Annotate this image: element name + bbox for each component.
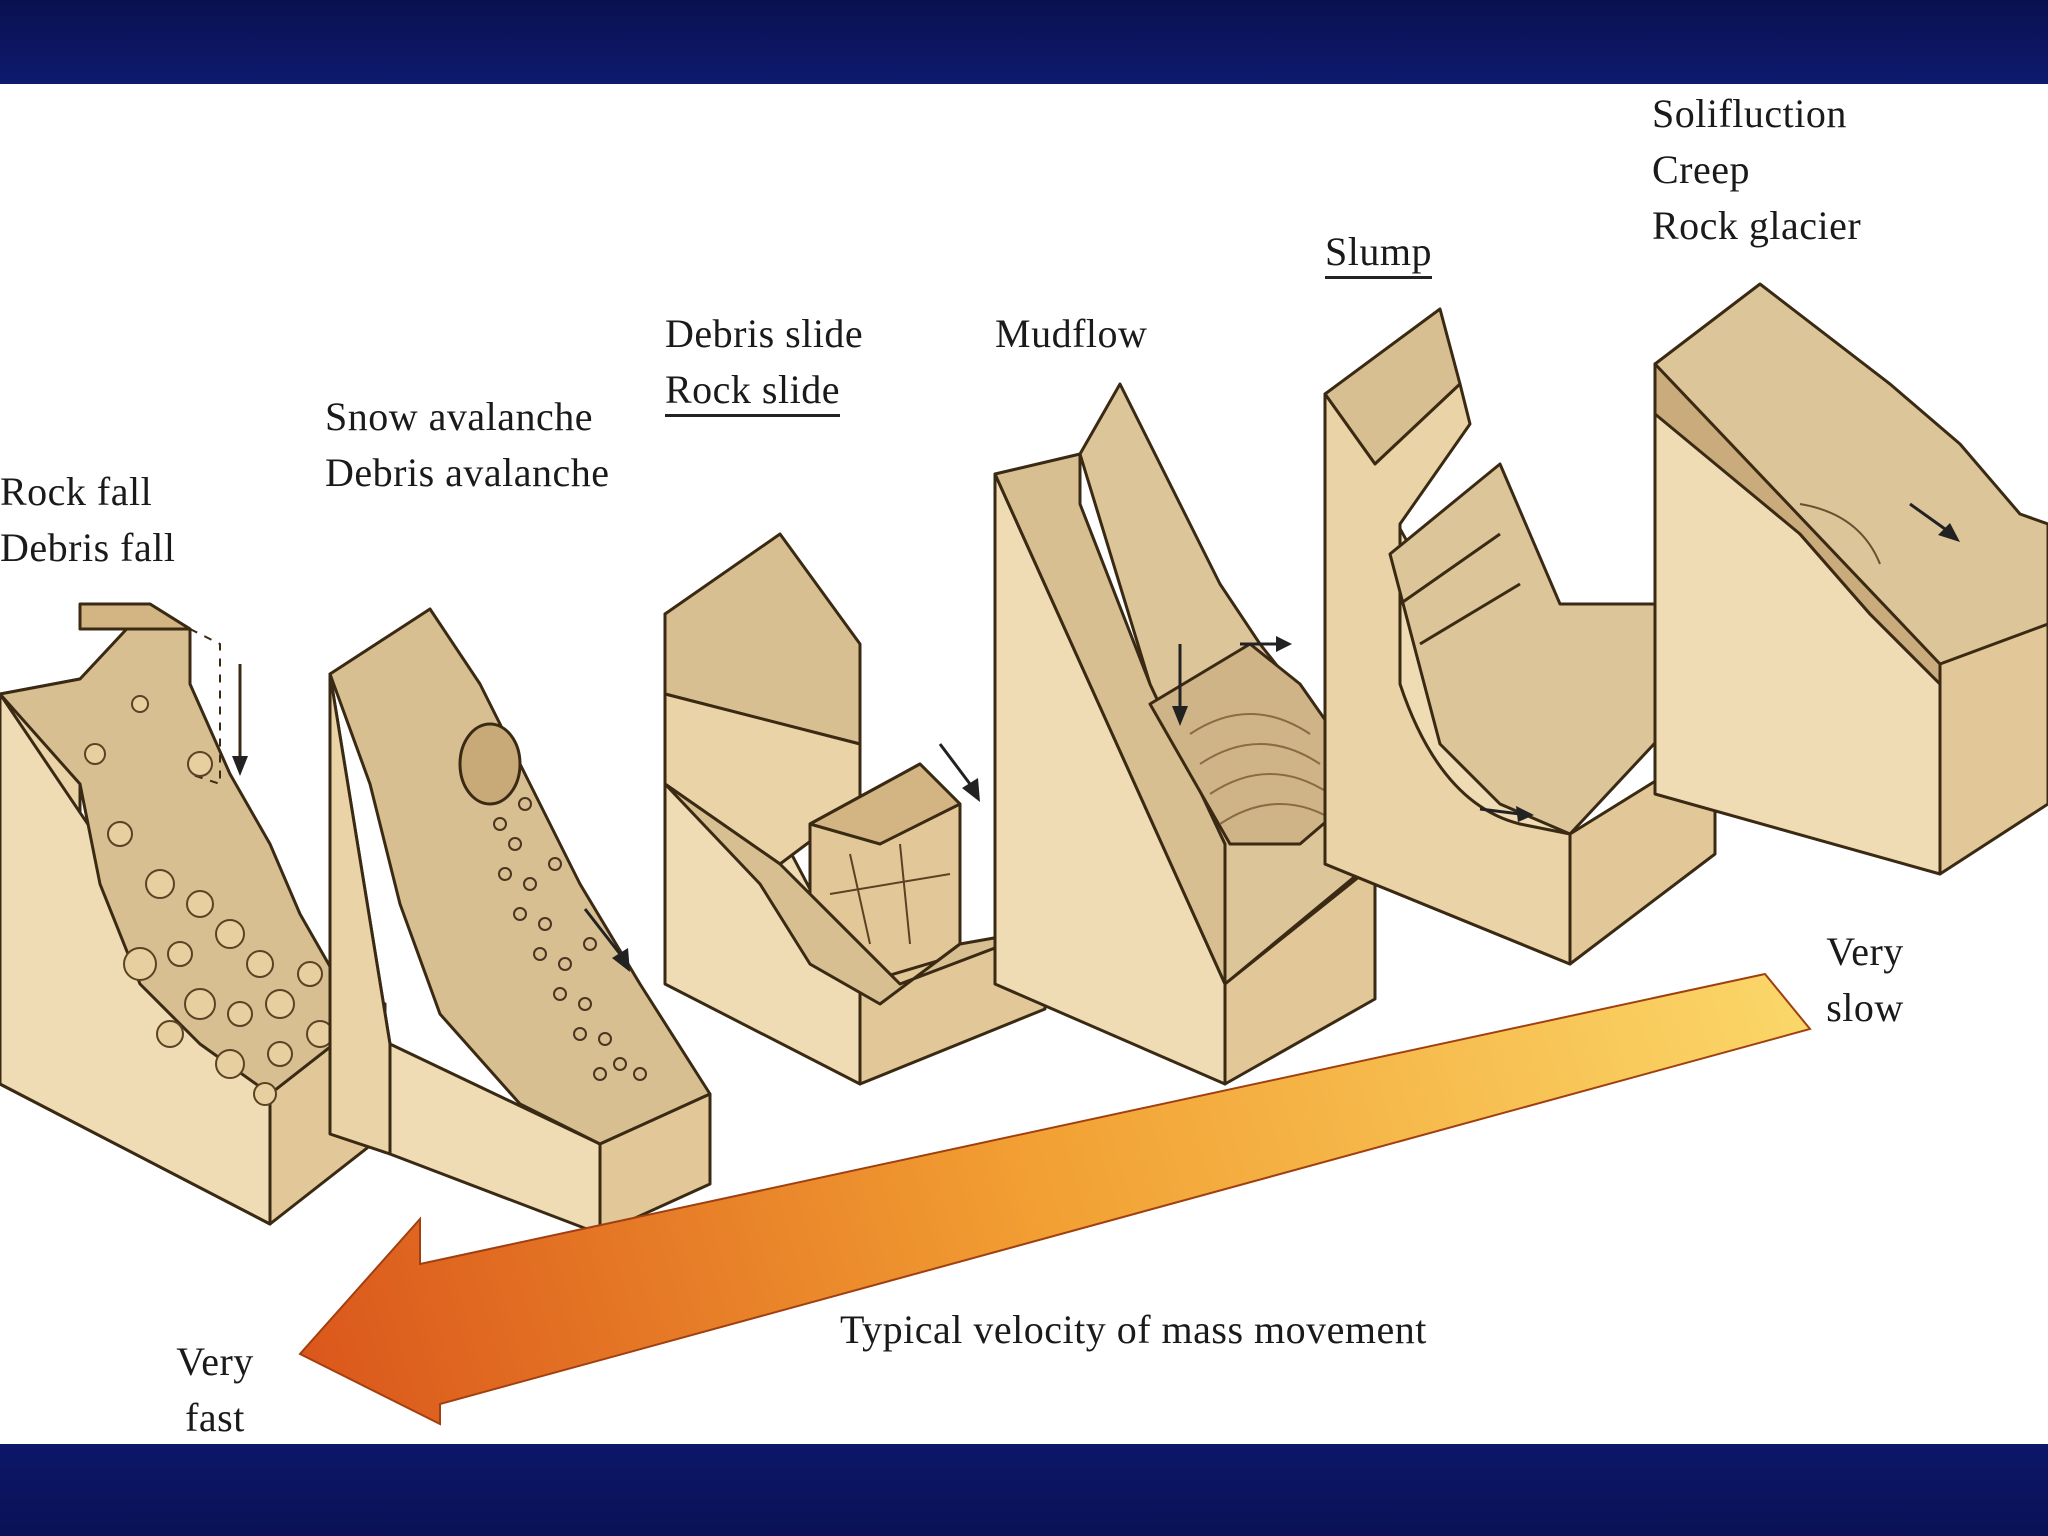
- label-slump: Slump: [1325, 224, 1432, 280]
- label-line: slow: [1826, 985, 1904, 1030]
- label-line: Very: [176, 1339, 254, 1384]
- label-line: Rock glacier: [1652, 203, 1862, 248]
- label-line: fast: [185, 1395, 245, 1440]
- block-mudflow: [993, 382, 1377, 1086]
- label-line-underlined: Slump: [1325, 229, 1432, 279]
- label-very-fast: Very fast: [170, 1334, 260, 1444]
- label-line: Creep: [1652, 147, 1751, 192]
- label-line: Rock fall: [0, 469, 153, 514]
- label-line: Debris fall: [0, 525, 176, 570]
- velocity-arrow: [298, 972, 1812, 1426]
- mass-movement-diagram: [0, 282, 2048, 1426]
- label-line: Snow avalanche: [325, 394, 594, 439]
- block-solifluction: [1653, 282, 2048, 876]
- label-solifluction: Solifluction Creep Rock glacier: [1652, 86, 1861, 254]
- label-very-slow: Very slow: [1820, 924, 1910, 1036]
- label-debris-slide: Debris slide Rock slide: [665, 306, 863, 418]
- label-line: Very: [1826, 929, 1904, 974]
- block-debris-slide: [663, 532, 1047, 1086]
- label-line: Solifluction: [1652, 91, 1847, 136]
- label-mudflow: Mudflow: [995, 306, 1147, 362]
- label-line: Mudflow: [995, 311, 1148, 356]
- velocity-caption: Typical velocity of mass movement: [840, 1307, 1427, 1352]
- label-rock-fall: Rock fall Debris fall: [0, 464, 175, 576]
- label-line: Debris slide: [665, 311, 864, 356]
- label-line-underlined: Rock slide: [665, 367, 840, 417]
- label-line: Debris avalanche: [325, 450, 610, 495]
- diagram-canvas: Rock fall Debris fall Snow avalanche Deb…: [0, 84, 2048, 1444]
- slide-top-bar: [0, 0, 2048, 84]
- label-snow-avalanche: Snow avalanche Debris avalanche: [325, 389, 610, 501]
- block-rock-fall: [0, 602, 387, 1226]
- block-snow-avalanche: [328, 607, 712, 1236]
- slide-bottom-bar: [0, 1444, 2048, 1536]
